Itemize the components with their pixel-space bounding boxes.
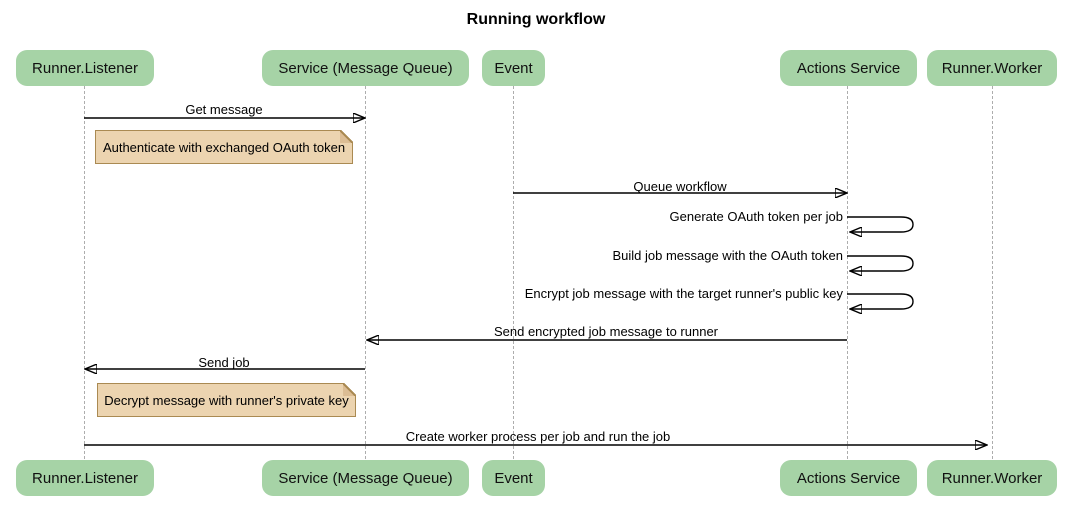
note-fold-corner (343, 383, 356, 396)
note-authenticate-oauth: Authenticate with exchanged OAuth token (95, 130, 353, 164)
note-text: Authenticate with exchanged OAuth token (102, 139, 346, 155)
participant-label: Runner.Worker (941, 469, 1043, 487)
participant-label: Actions Service (796, 469, 901, 487)
note-fold-corner (340, 130, 353, 143)
message-label-encrypt-job-message: Encrypt job message with the target runn… (524, 286, 843, 301)
participant-label: Runner.Listener (32, 469, 138, 487)
lifeline-actions-service (847, 86, 848, 459)
participant-bottom-runner-listener: Runner.Listener (16, 460, 154, 496)
lifeline-event (513, 86, 514, 459)
message-label-get-message: Get message (185, 102, 263, 117)
message-label-send-encrypted-job-message: Send encrypted job message to runner (493, 324, 719, 339)
participant-label: Actions Service (796, 59, 901, 77)
participant-top-service-message-queue: Service (Message Queue) (262, 50, 469, 86)
arrow-self-generate-oauth-token (847, 216, 914, 232)
diagram-title: Running workflow (466, 11, 606, 28)
participant-label: Event (494, 59, 533, 77)
participant-bottom-runner-worker: Runner.Worker (927, 460, 1057, 496)
lifeline-runner-listener (84, 86, 85, 459)
lifeline-service-message-queue (365, 86, 366, 459)
participant-top-runner-listener: Runner.Listener (16, 50, 154, 86)
arrow-self-build-job-message (847, 255, 914, 271)
participant-label: Service (Message Queue) (278, 59, 453, 77)
participant-bottom-service-message-queue: Service (Message Queue) (262, 460, 469, 496)
message-label-queue-workflow: Queue workflow (633, 179, 727, 194)
participant-label: Runner.Listener (32, 59, 138, 77)
message-label-build-job-message: Build job message with the OAuth token (612, 248, 843, 263)
participant-top-event: Event (482, 50, 545, 86)
note-text: Decrypt message with runner's private ke… (104, 392, 349, 408)
note-decrypt-private-key: Decrypt message with runner's private ke… (97, 383, 356, 417)
lifeline-runner-worker (992, 86, 993, 459)
participant-top-runner-worker: Runner.Worker (927, 50, 1057, 86)
message-label-send-job: Send job (198, 355, 250, 370)
participant-label: Service (Message Queue) (278, 469, 453, 487)
participant-label: Runner.Worker (941, 59, 1043, 77)
message-label-generate-oauth-token: Generate OAuth token per job (669, 209, 843, 224)
participant-bottom-event: Event (482, 460, 545, 496)
participant-top-actions-service: Actions Service (780, 50, 917, 86)
arrow-self-encrypt-job-message (847, 293, 914, 309)
message-label-create-worker-process: Create worker process per job and run th… (405, 429, 671, 444)
participant-bottom-actions-service: Actions Service (780, 460, 917, 496)
participant-label: Event (494, 469, 533, 487)
